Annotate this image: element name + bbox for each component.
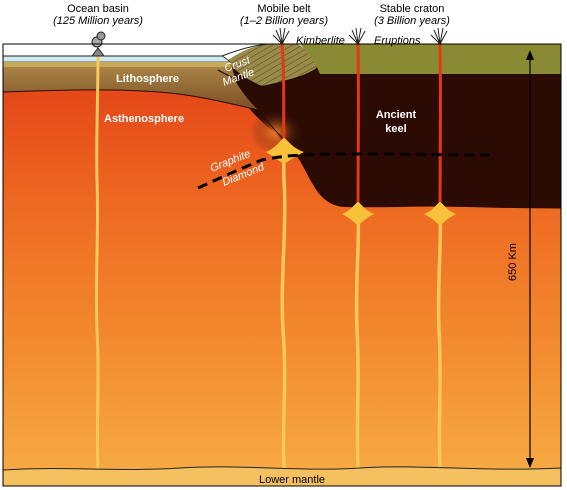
ocean-basin-age: (125 Million years): [53, 15, 143, 27]
eruption-icon-3: [430, 27, 448, 45]
diagram-border: [2, 43, 562, 487]
eruption-icon-1: [272, 27, 290, 45]
depth-scale: [526, 50, 534, 468]
mobile-belt-conduit: [280, 140, 287, 470]
seafloor-sediment: [3, 62, 230, 67]
mobile-belt-title: Mobile belt: [257, 3, 310, 15]
lower-mantle-label: Lower mantle: [259, 474, 325, 486]
stable-craton-age: (3 Billion years): [374, 15, 450, 27]
lithosphere-label: Lithosphere: [116, 73, 179, 85]
stable-craton-title: Stable craton: [380, 3, 445, 15]
chamber-craton-2: [424, 202, 456, 226]
graphite-diamond-boundary: [197, 152, 493, 190]
asthenosphere-label: Asthenosphere: [104, 113, 184, 125]
craton-conduit-2: [436, 208, 443, 470]
eruptions-label: Eruptions: [374, 35, 421, 47]
moho-line: [217, 65, 323, 87]
kimberlite-label: Kimberlite: [296, 35, 345, 47]
depth-label: 650 Km: [507, 243, 519, 281]
lab-outline: [2, 89, 562, 209]
ancient-keel-label-2: keel: [385, 123, 406, 135]
magma-conduits: [94, 42, 443, 472]
lower-mantle-boundary: [2, 466, 562, 487]
eruption-icon-2: [348, 27, 366, 45]
crust-hatch: [228, 44, 322, 86]
chamber-craton-1: [342, 202, 374, 226]
ocean: [2, 55, 231, 63]
craton-conduit-1: [354, 208, 361, 470]
ocean-basin-title: Ocean basin: [67, 3, 129, 15]
kimberlite-pipe-1: [280, 42, 286, 144]
ancient-keel: [230, 62, 561, 208]
ocean-plume: [94, 50, 100, 472]
mobile-belt-age: (1–2 Billion years): [240, 15, 328, 27]
crust-craton: [300, 44, 561, 74]
ancient-keel-label-1: Ancient: [376, 109, 417, 121]
lithosphere-layer: [3, 60, 258, 110]
